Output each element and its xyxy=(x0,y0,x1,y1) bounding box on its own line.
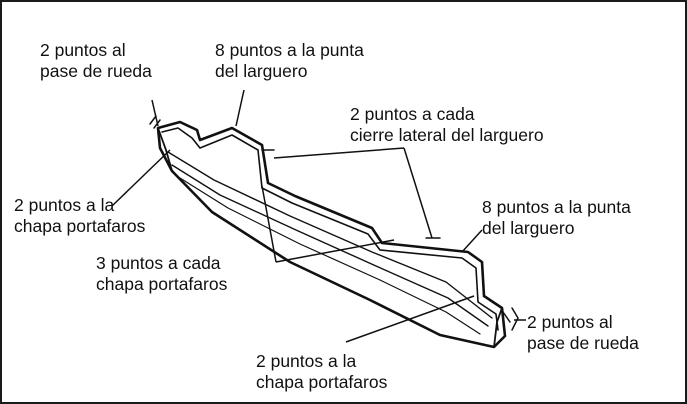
label-line: chapa portafaros xyxy=(256,372,388,392)
label-line: 2 puntos a la xyxy=(256,351,357,371)
label-wheel-pass-right: 2 puntos al pase de rueda xyxy=(527,312,639,354)
label-line: chapa portafaros xyxy=(96,274,228,294)
leader-lines xyxy=(111,89,526,343)
label-headlamp-plate-bottom: 2 puntos a la chapa portafaros xyxy=(256,351,387,393)
leader-lateral-closure-b xyxy=(403,147,433,239)
label-line: 2 puntos al xyxy=(40,40,126,60)
label-wheel-pass-left: 2 puntos al pase de rueda xyxy=(40,40,152,82)
label-line: 8 puntos a la punta xyxy=(215,40,364,60)
rail-top-face xyxy=(161,127,499,331)
rail-crease-1 xyxy=(167,151,493,319)
label-line: 8 puntos a la punta xyxy=(482,197,631,217)
label-headlamp-plate-left: 2 puntos a la chapa portafaros xyxy=(14,195,145,237)
label-line: del larguero xyxy=(482,218,575,238)
leader-headlamp-plate-bottom xyxy=(345,295,475,343)
leader-rail-tip-top xyxy=(235,89,245,127)
leader-each-plate-b xyxy=(275,239,395,263)
leader-lateral-closure-a xyxy=(273,147,405,159)
label-line: chapa portafaros xyxy=(14,216,146,236)
label-each-headlamp-plate: 3 puntos a cada chapa portafaros xyxy=(96,253,227,295)
rail-end-right xyxy=(493,307,503,348)
rail-crease-3 xyxy=(179,177,481,335)
label-line: 2 puntos al xyxy=(527,312,613,332)
label-line: pase de rueda xyxy=(40,61,152,81)
label-rail-tip-right: 8 puntos a la punta del larguero xyxy=(482,197,631,239)
weld-marks xyxy=(149,115,519,331)
rail-end-left xyxy=(157,127,173,172)
label-line: 2 puntos a cada xyxy=(350,104,475,124)
label-lateral-closure: 2 puntos a cada cierre lateral del largu… xyxy=(350,104,544,146)
label-line: 2 puntos a la xyxy=(14,195,115,215)
rail-outline xyxy=(156,120,507,349)
leader-rail-tip-right xyxy=(461,229,483,253)
label-line: pase de rueda xyxy=(527,333,639,353)
leader-each-plate-a xyxy=(261,185,277,263)
label-line: 3 puntos a cada xyxy=(96,253,221,273)
label-rail-tip-top: 8 puntos a la punta del larguero xyxy=(215,40,364,82)
label-line: cierre lateral del larguero xyxy=(350,125,544,145)
label-line: del larguero xyxy=(215,61,308,81)
leader-headlamp-plate-left xyxy=(111,149,171,207)
rail-crease-2 xyxy=(171,164,489,327)
leader-wheel-pass-left xyxy=(151,99,159,127)
